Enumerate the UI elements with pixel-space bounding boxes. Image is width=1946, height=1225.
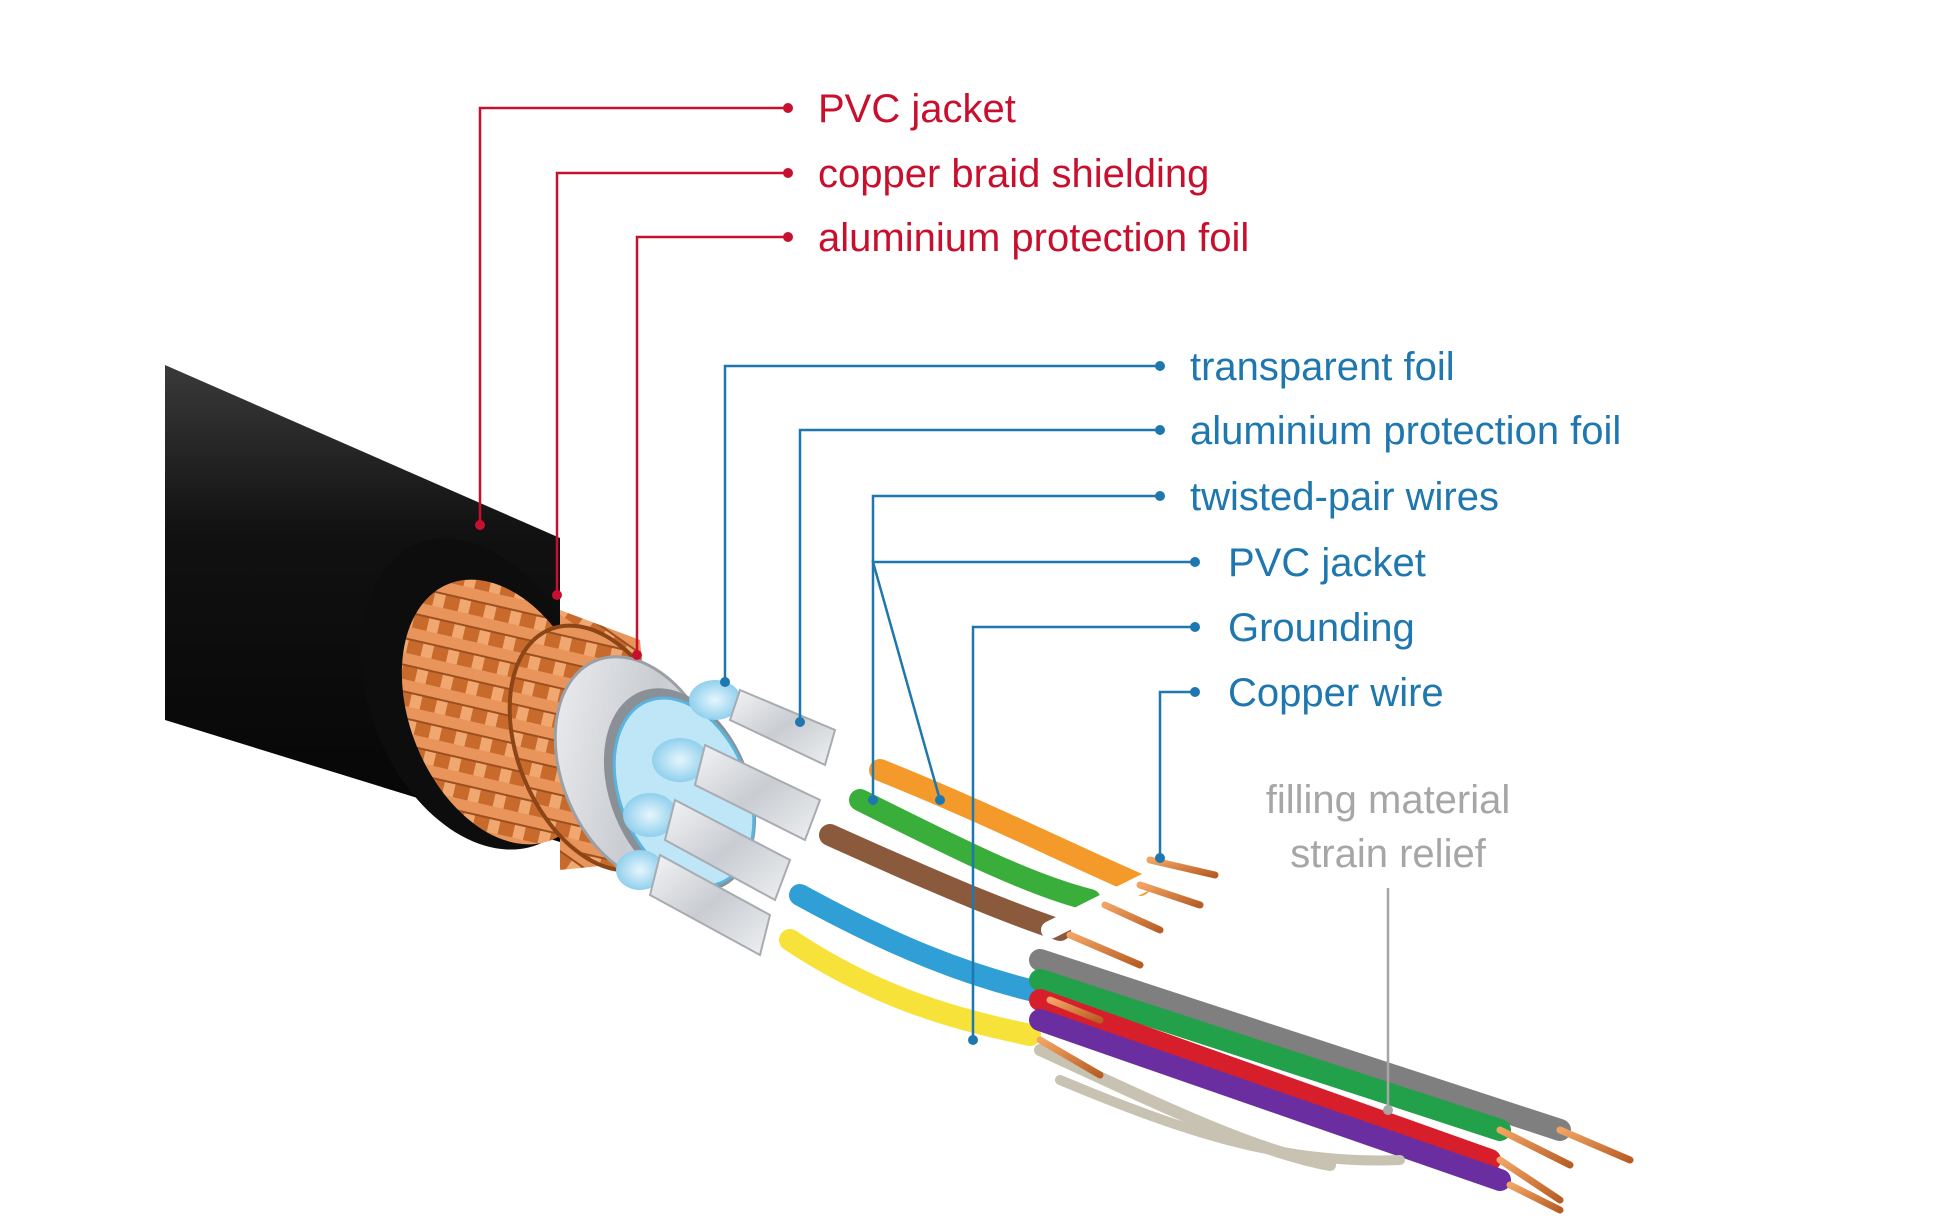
label-copper-braid-shielding: copper braid shielding	[818, 152, 1209, 196]
label-pvc-jacket: PVC jacket	[818, 87, 1016, 131]
leader-inner-pvc	[871, 560, 1195, 801]
leader-grounding	[971, 625, 1195, 1040]
copper-conductors	[1036, 856, 1634, 1214]
leader-pvc-jacket	[478, 106, 788, 525]
outer-labels: PVC jacket copper braid shielding alumin…	[818, 87, 1249, 260]
inner-labels: transparent foil aluminium protection fo…	[1190, 345, 1621, 715]
label-aluminium-protection-foil-outer: aluminium protection foil	[818, 216, 1249, 260]
leader-copper-wire	[1158, 690, 1195, 858]
label-twisted-pair-wires: twisted-pair wires	[1190, 475, 1499, 519]
inner-leaders	[723, 364, 1195, 1040]
colored-wires	[779, 759, 1571, 1191]
outer-leader-dots	[475, 103, 793, 660]
leader-inner-foil	[798, 428, 1160, 722]
leader-aluminium-foil	[635, 235, 788, 655]
label-pvc-jacket-inner: PVC jacket	[1228, 541, 1426, 585]
leader-transparent-foil	[723, 364, 1160, 682]
inner-bundle	[603, 680, 837, 957]
label-aluminium-protection-foil-inner: aluminium protection foil	[1190, 409, 1621, 453]
label-strain-relief: strain relief	[1290, 832, 1487, 876]
outer-leaders	[478, 106, 788, 655]
cable-illustration	[165, 365, 1634, 1214]
label-filling-material: filling material	[1266, 778, 1511, 822]
label-copper-wire: Copper wire	[1228, 671, 1444, 715]
leader-twisted-pair	[871, 494, 1160, 800]
filling-leader	[1383, 888, 1393, 1115]
filling-labels: filling material strain relief	[1266, 778, 1511, 876]
label-grounding: Grounding	[1228, 606, 1415, 650]
inner-leader-dots	[720, 361, 1200, 1045]
leader-copper-braid	[555, 171, 788, 595]
label-transparent-foil: transparent foil	[1190, 345, 1455, 389]
